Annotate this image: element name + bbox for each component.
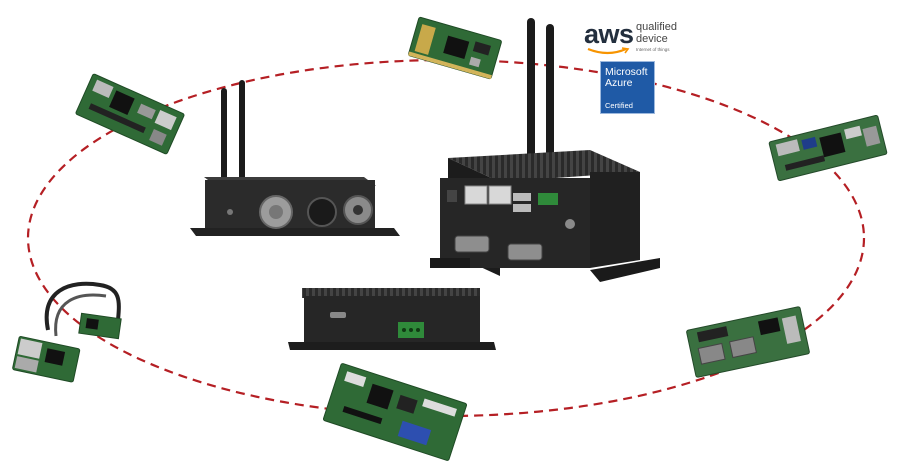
aws-device-label: device <box>636 33 668 45</box>
antenna-icon <box>546 24 554 156</box>
usb-port-icon <box>513 193 531 201</box>
azure-azure-label: Azure <box>605 77 633 89</box>
rugged-gateway-left <box>190 80 400 236</box>
antenna-icon <box>239 80 245 180</box>
azure-microsoft-label: Microsoft <box>605 66 648 78</box>
db9-serial-port-icon <box>507 243 543 261</box>
ethernet-port-icon <box>488 185 512 205</box>
mini-pcie-module-board <box>408 16 502 80</box>
usb-port-icon <box>513 204 531 212</box>
azure-certified-label: Certified <box>605 101 633 110</box>
antenna-icon <box>221 88 227 180</box>
azure-certified-badge: Microsoft Azure Certified <box>600 61 655 114</box>
sbc-board-right <box>768 114 888 182</box>
antenna-icon <box>527 18 535 158</box>
compact-fanless-box <box>288 288 496 350</box>
sbc-board-top-left <box>75 73 185 155</box>
aws-iot-label: Internet of things <box>636 47 670 52</box>
db9-serial-port-icon <box>454 235 490 253</box>
ethernet-port-icon <box>464 185 488 205</box>
aws-wordmark: aws <box>584 19 634 49</box>
terminal-block-icon <box>538 193 558 205</box>
display-controller-board <box>322 363 468 461</box>
serial-io-board <box>686 306 810 378</box>
io-board-with-cables <box>12 281 122 383</box>
aws-smile-icon <box>587 47 630 55</box>
aws-qualified-device-badge: aws qualified device Internet of things <box>584 17 692 57</box>
fanless-edge-computer <box>430 18 660 282</box>
aws-qualified-label: qualified <box>636 21 677 33</box>
